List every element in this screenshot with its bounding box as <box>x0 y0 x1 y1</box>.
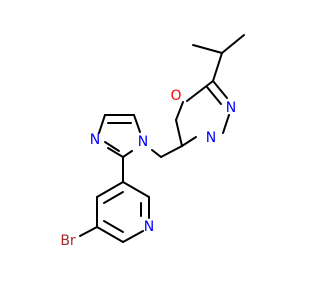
bond <box>181 136 197 147</box>
bond <box>212 80 228 99</box>
structure-drawing: Br N N N O N N <box>60 34 245 249</box>
bond <box>104 141 120 152</box>
bond <box>133 114 141 133</box>
bond <box>98 114 106 134</box>
atom-n-pyridine: N <box>144 219 154 235</box>
atom-n-oxadiazole-4: N <box>206 130 216 146</box>
bond <box>122 181 150 198</box>
bond <box>122 230 144 243</box>
molecule-structure: Br N N N O N N <box>60 34 245 249</box>
bond <box>103 191 124 204</box>
bond <box>175 119 183 147</box>
atom-br: Br <box>60 233 76 249</box>
bond <box>79 226 98 237</box>
bond <box>175 101 184 121</box>
bond <box>212 52 223 82</box>
atom-o-oxadiazole: O <box>170 88 181 104</box>
bond <box>160 145 183 158</box>
bond <box>186 80 214 102</box>
bond <box>122 150 133 158</box>
bond <box>222 114 230 134</box>
bond <box>151 149 162 158</box>
atom-n-oxadiazole-3: N <box>226 100 236 116</box>
bond <box>96 181 124 198</box>
atom-n-imidazole-ring: N <box>90 132 100 148</box>
bond <box>103 220 124 233</box>
atom-labels: Br N N N O N N <box>60 88 236 249</box>
atom-n-imidazole-substituted: N <box>138 134 148 150</box>
bond <box>192 44 223 54</box>
bonds <box>79 34 245 243</box>
bond <box>107 147 124 158</box>
bond <box>206 86 222 105</box>
bond <box>221 34 245 54</box>
bond <box>96 226 124 243</box>
